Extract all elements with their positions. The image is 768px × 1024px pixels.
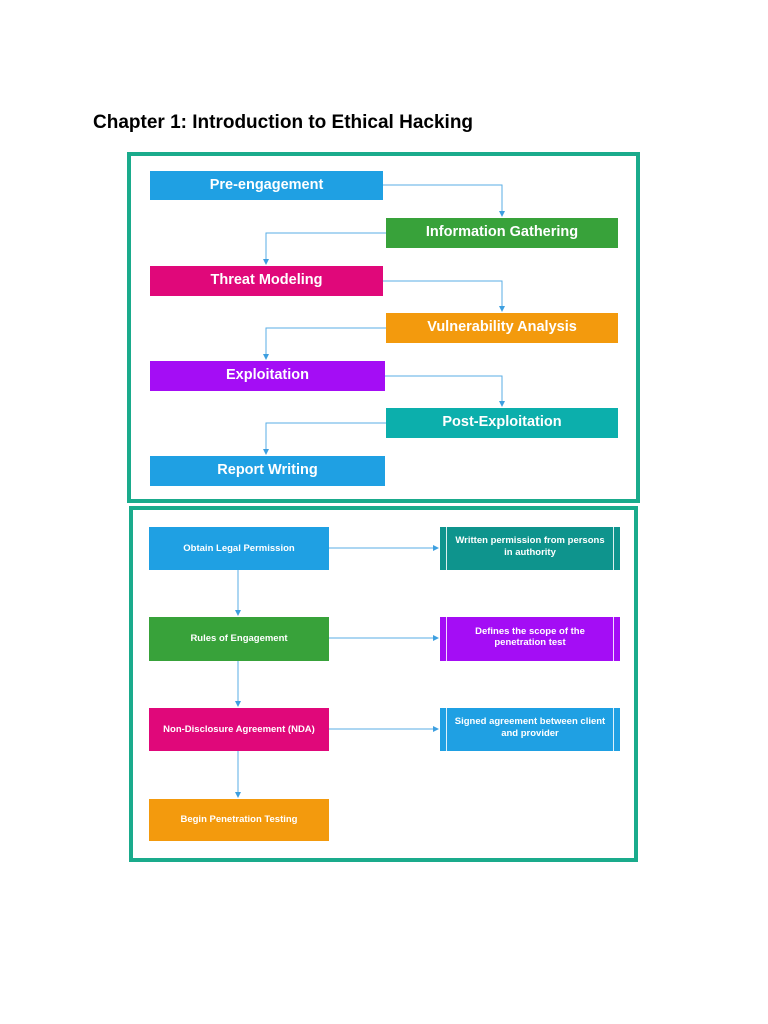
step-vulnerability-analysis: Vulnerability Analysis xyxy=(386,313,618,343)
step-post-exploitation: Post-Exploitation xyxy=(386,408,618,438)
step-obtain-legal-permission: Obtain Legal Permission xyxy=(149,527,329,570)
connector-arrow xyxy=(263,327,386,360)
step-report-writing: Report Writing xyxy=(150,456,385,486)
step-pre-engagement: Pre-engagement xyxy=(150,171,383,200)
page-title: Chapter 1: Introduction to Ethical Hacki… xyxy=(93,112,474,133)
step-exploitation: Exploitation xyxy=(150,361,385,391)
step-begin-penetration-testing: Begin Penetration Testing xyxy=(149,799,329,841)
connector-arrow xyxy=(383,280,505,312)
connector-arrow xyxy=(263,422,386,455)
connector-arrow xyxy=(385,375,505,407)
step-nda: Non-Disclosure Agreement (NDA) xyxy=(149,708,329,751)
connector-arrow xyxy=(383,184,505,217)
note-signed-agreement: Signed agreement between client and prov… xyxy=(440,708,620,751)
connector-arrow xyxy=(263,232,386,265)
step-rules-of-engagement: Rules of Engagement xyxy=(149,617,329,661)
step-information-gathering: Information Gathering xyxy=(386,218,618,248)
note-written-permission: Written permission from persons in autho… xyxy=(440,527,620,570)
note-defines-scope: Defines the scope of the penetration tes… xyxy=(440,617,620,661)
step-threat-modeling: Threat Modeling xyxy=(150,266,383,296)
